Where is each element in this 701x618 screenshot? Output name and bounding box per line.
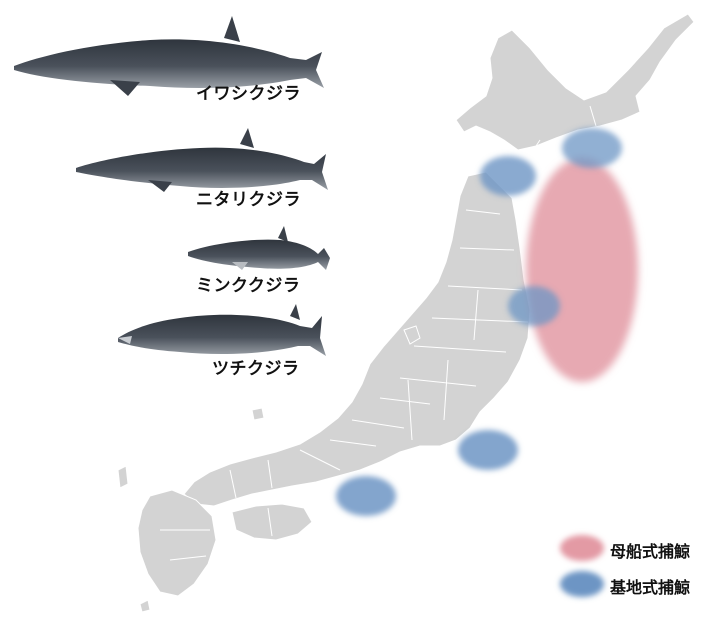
whale-label-minke: ミンククジラ — [196, 276, 301, 296]
sado-island — [403, 325, 421, 345]
whale-minke-illustration — [188, 226, 330, 270]
coastal-zone-sanriku — [508, 286, 560, 326]
legend-swatches — [560, 535, 604, 597]
factory-ship-zone — [526, 158, 638, 382]
factory-ship-zones — [526, 158, 638, 382]
whale-label-brydes: ニタリクジラ — [196, 190, 301, 210]
coastal-zone-hokkaido-west — [480, 156, 536, 196]
kyushu — [137, 489, 217, 597]
whale-sei-illustration — [14, 16, 324, 96]
legend-label-coastal: 基地式捕鯨 — [610, 578, 691, 597]
coastal-zone-kii — [336, 476, 396, 516]
coastal-zone-boso — [458, 430, 518, 470]
oki-island — [251, 407, 265, 421]
prefecture-borders — [160, 105, 597, 561]
coastal-zones — [336, 128, 622, 516]
whale-label-sei: イワシクジラ — [196, 84, 301, 104]
whale-brydes-illustration — [76, 128, 328, 192]
japan-land — [117, 13, 695, 613]
legend-label-factory-ship: 母船式捕鯨 — [610, 542, 691, 561]
shikoku — [231, 503, 313, 541]
whale-bairds-beaked-illustration — [118, 304, 326, 356]
southern-islet — [139, 599, 151, 613]
whale-label-bairds-beaked: ツチクジラ — [212, 359, 300, 379]
legend-swatch-coastal — [560, 571, 604, 597]
hokkaido — [455, 13, 695, 151]
tsushima-island — [117, 465, 129, 489]
coastal-zone-hokkaido-east — [562, 128, 622, 168]
honshu — [183, 171, 531, 507]
legend-swatch-factory-ship — [560, 535, 604, 561]
